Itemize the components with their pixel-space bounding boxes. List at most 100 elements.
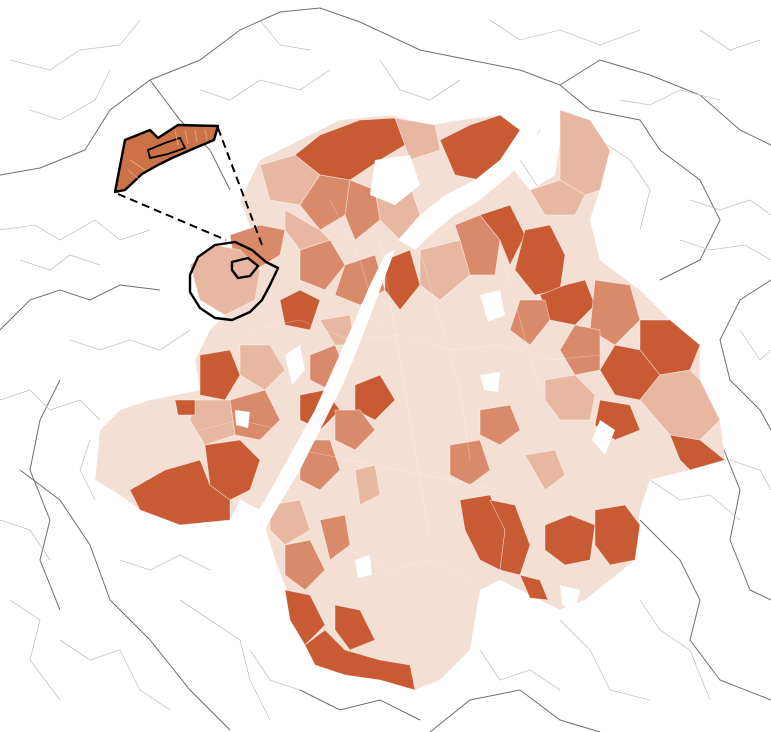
street-line xyxy=(249,319,601,361)
river xyxy=(240,250,395,560)
district xyxy=(204,439,261,501)
road-network xyxy=(0,7,771,732)
minor-road xyxy=(679,239,771,261)
district xyxy=(334,604,376,651)
district xyxy=(384,249,421,311)
district xyxy=(449,439,491,486)
district xyxy=(269,499,311,546)
district xyxy=(319,514,351,561)
district xyxy=(479,204,526,266)
minor-road xyxy=(479,649,561,691)
district xyxy=(594,504,641,566)
highlighted-district xyxy=(188,240,280,322)
minor-road xyxy=(19,254,101,271)
minor-road xyxy=(559,619,651,701)
districts xyxy=(94,109,726,691)
district xyxy=(284,209,331,251)
street-line xyxy=(299,449,501,491)
zoom-connectors xyxy=(117,127,263,246)
district xyxy=(189,244,261,316)
river xyxy=(398,90,555,250)
major-road xyxy=(659,149,721,281)
district xyxy=(519,574,549,601)
district xyxy=(544,374,596,421)
major-road xyxy=(29,379,61,611)
void-area xyxy=(285,345,305,385)
major-road xyxy=(19,469,231,731)
district xyxy=(479,404,521,446)
major-road xyxy=(0,7,361,176)
district xyxy=(559,324,601,376)
district xyxy=(509,299,551,346)
major-road xyxy=(719,439,771,601)
minor-road xyxy=(599,139,651,231)
minor-road xyxy=(179,599,271,721)
major-road xyxy=(719,279,771,431)
district xyxy=(559,109,611,196)
major-road xyxy=(0,284,161,331)
void-area xyxy=(480,372,500,392)
void-area xyxy=(235,410,250,428)
district xyxy=(524,449,566,491)
minor-road xyxy=(199,69,331,101)
zoom-connector-lower xyxy=(117,193,227,241)
district xyxy=(394,117,441,161)
minor-road xyxy=(739,329,771,361)
void-area xyxy=(592,420,615,455)
district xyxy=(669,434,726,471)
minor-road xyxy=(0,519,51,561)
minor-road xyxy=(729,459,771,491)
minor-road xyxy=(29,69,111,121)
minor-road xyxy=(249,649,301,691)
minor-road xyxy=(379,59,461,101)
district xyxy=(304,629,416,691)
minor-road xyxy=(639,599,711,701)
district xyxy=(189,399,236,446)
street-line xyxy=(499,249,541,391)
minor-road xyxy=(0,219,151,241)
street-line xyxy=(419,249,471,461)
major-road xyxy=(429,689,601,732)
void-area xyxy=(355,555,372,578)
district xyxy=(589,279,641,346)
minor-road xyxy=(9,599,61,701)
minor-road xyxy=(69,329,191,351)
major-road xyxy=(639,519,771,701)
zoom-connector-upper xyxy=(217,127,263,246)
district xyxy=(284,589,326,646)
zoom-inset xyxy=(113,123,220,194)
district xyxy=(529,179,586,216)
major-road xyxy=(559,84,661,151)
district xyxy=(239,344,286,391)
minor-road xyxy=(59,639,171,711)
district xyxy=(174,399,196,416)
district xyxy=(354,374,396,421)
district xyxy=(419,239,471,301)
district xyxy=(544,514,596,566)
zoom-inset-shape xyxy=(113,123,220,194)
void-area xyxy=(370,155,420,205)
district xyxy=(354,464,381,506)
minor-road xyxy=(259,19,311,51)
minor-road xyxy=(9,19,141,71)
district xyxy=(199,349,241,401)
major-road xyxy=(299,689,421,721)
river-and-voids xyxy=(235,90,615,610)
street-line xyxy=(379,239,431,541)
minor-road xyxy=(689,199,771,216)
void-area xyxy=(480,290,505,322)
minor-road xyxy=(79,439,96,501)
minor-road xyxy=(619,89,721,106)
minor-road xyxy=(0,389,101,421)
minor-road xyxy=(649,479,741,521)
district xyxy=(334,409,376,451)
highlighted-district-outline xyxy=(188,240,280,322)
minor-road xyxy=(699,29,761,51)
district xyxy=(299,174,351,231)
zoom-inset-hatching xyxy=(127,128,208,181)
district xyxy=(284,539,326,591)
minor-road xyxy=(489,19,641,46)
zoom-inset-subshape xyxy=(146,136,187,160)
major-road xyxy=(359,21,771,146)
